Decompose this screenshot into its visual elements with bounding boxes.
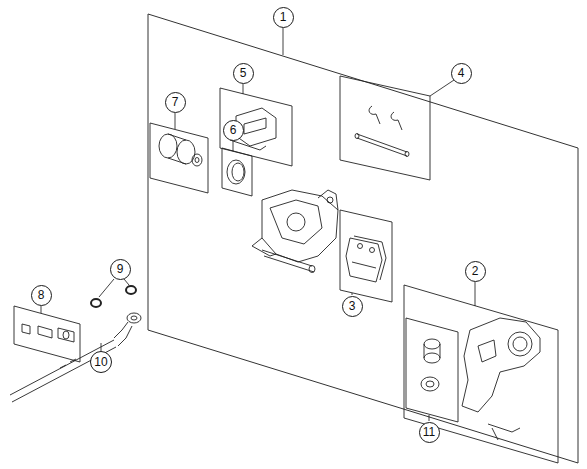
callout-number: 2 [472, 265, 479, 277]
piston [159, 134, 202, 166]
callout-circle: 9 [110, 259, 131, 280]
callout-number: 9 [117, 263, 124, 275]
pad-panel [340, 210, 392, 302]
o-rings [91, 286, 136, 307]
seal-ring [227, 160, 245, 184]
bushes [421, 339, 440, 391]
callout-number: 3 [349, 300, 356, 312]
callout-number: 6 [230, 124, 237, 136]
caliper-support [462, 318, 540, 440]
leader-lines [41, 28, 475, 421]
callout-circle: 10 [90, 351, 112, 373]
callout-circle: 5 [233, 63, 254, 84]
callout-number: 7 [172, 96, 179, 108]
callout-circle: 6 [223, 120, 244, 141]
bleeder-screw [22, 324, 74, 342]
callout-circle: 7 [165, 92, 186, 113]
piston-panel [150, 123, 208, 193]
callout-circle: 1 [273, 7, 294, 28]
callout-circle: 11 [419, 422, 440, 443]
callout-number: 5 [240, 67, 247, 79]
kit-panel [148, 14, 578, 463]
callout-circle: 2 [465, 261, 486, 282]
callout-number: 8 [38, 289, 45, 301]
support-panel [404, 285, 558, 463]
callout-circle: 8 [31, 285, 52, 306]
callout-number: 4 [458, 67, 465, 79]
bush-panel [406, 318, 458, 422]
brake-pads [346, 236, 386, 282]
pin-and-clips [355, 106, 409, 157]
bleeder-panel [14, 306, 80, 362]
pin-panel [340, 76, 430, 180]
brake-hose [10, 313, 141, 402]
callout-number: 10 [94, 356, 107, 368]
callout-number: 1 [280, 11, 287, 23]
callout-circle: 4 [451, 63, 472, 84]
spring-panel [220, 88, 292, 166]
callout-number: 11 [423, 426, 435, 438]
caliper-body [252, 190, 338, 273]
callout-circle: 3 [342, 296, 363, 317]
